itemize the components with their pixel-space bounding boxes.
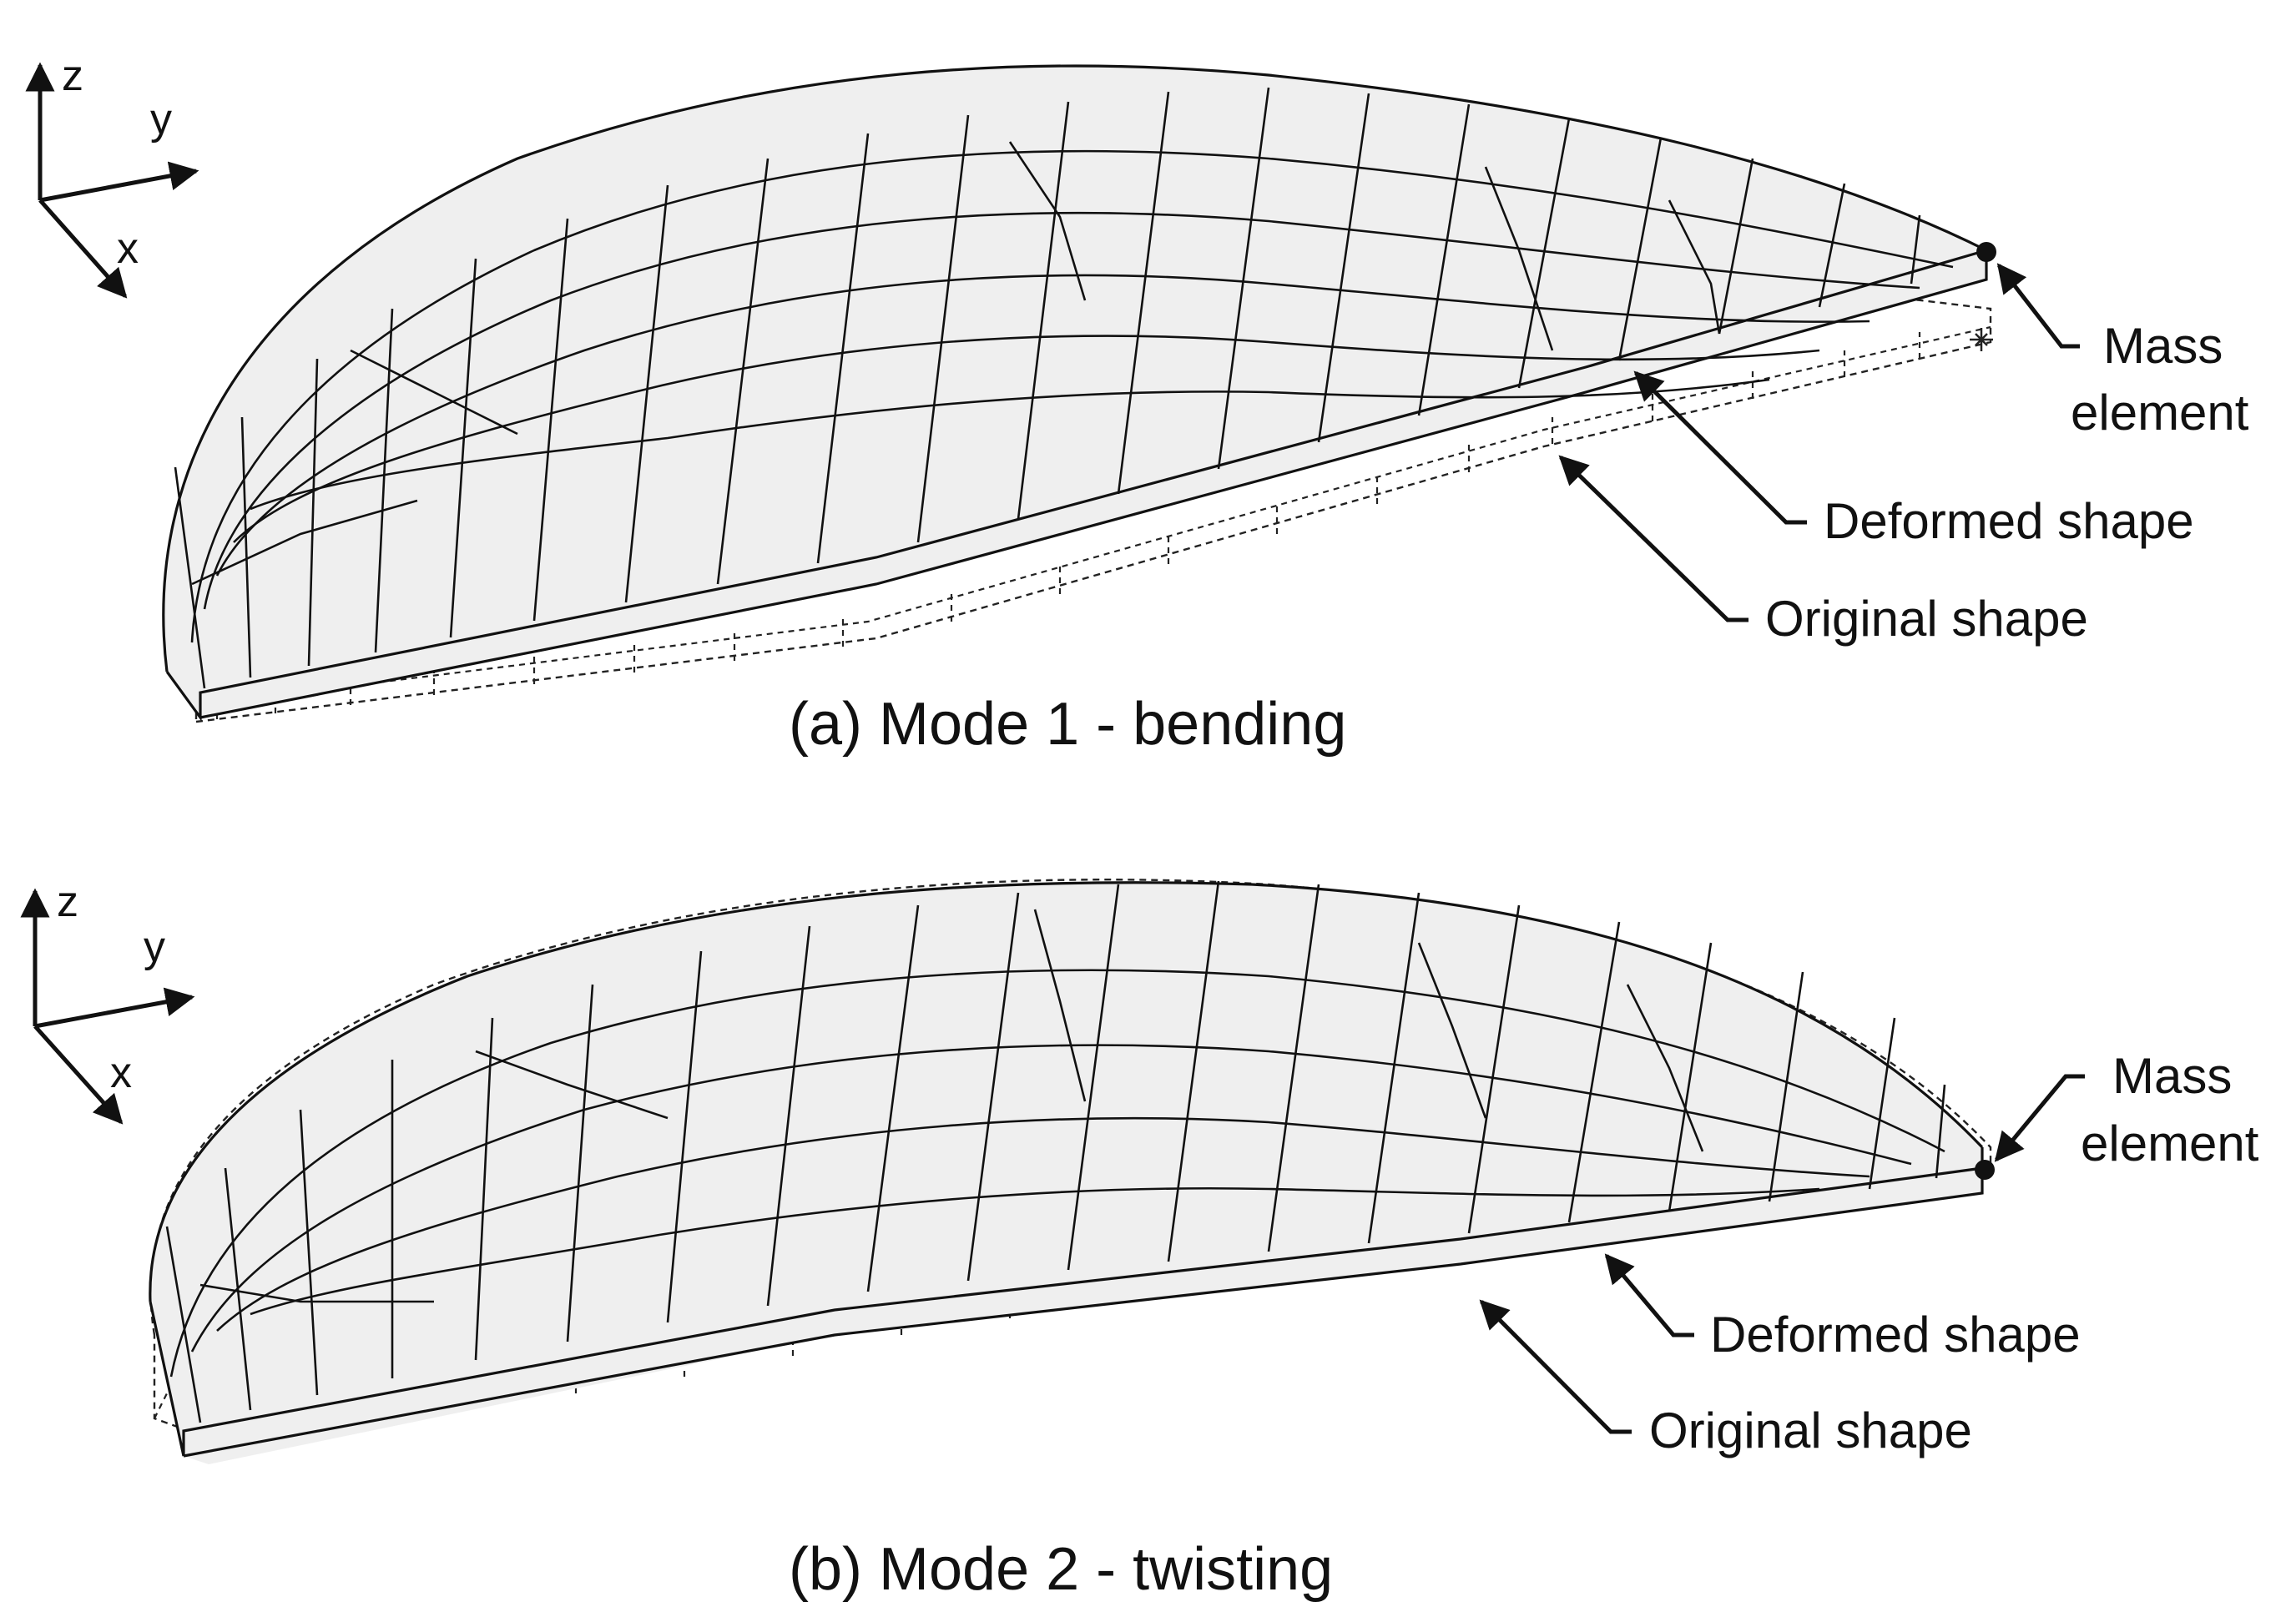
deformed-callout-arrow-a: [1633, 370, 1807, 525]
z-axis-label: z: [62, 52, 83, 100]
mass-label-line1-a: Mass: [2103, 318, 2223, 374]
y-axis-label-b: y: [144, 923, 165, 971]
mass-label-line2-a: element: [2071, 385, 2249, 441]
z-axis-label-b: z: [57, 878, 78, 926]
x-axis-arrow-b: [33, 1025, 124, 1125]
caption-b: (b) Mode 2 - twisting: [789, 1536, 1333, 1603]
mass-callout-arrow-b: [1994, 1074, 2085, 1162]
original-callout-arrow-b: [1479, 1299, 1632, 1434]
original-mass-marker-a: [1970, 328, 1993, 351]
x-axis-arrow: [38, 199, 128, 299]
mass-label-line2-b: element: [2081, 1116, 2259, 1171]
deformed-shape-mesh-b: [149, 880, 1995, 1464]
x-axis-label: x: [117, 224, 139, 273]
mass-element-dot-b: [1975, 1160, 1995, 1180]
caption-a: (a) Mode 1 - bending: [789, 691, 1346, 758]
axes-triad-b: z y x: [20, 878, 195, 1125]
callouts-b: Mass element Deformed shape Original sha…: [1479, 1048, 2259, 1458]
deformed-callout-arrow-b: [1604, 1253, 1694, 1337]
panel-a: z y x: [25, 52, 2249, 758]
deformed-shape-mesh-a: [162, 64, 1996, 722]
y-axis-arrow-b: [34, 987, 195, 1029]
deformed-label-b: Deformed shape: [1710, 1307, 2081, 1363]
y-axis-label: y: [150, 95, 172, 144]
y-axis-arrow: [39, 161, 199, 203]
panel-b: z y x Mass element Defor: [20, 878, 2259, 1603]
mass-callout-arrow-a: [1996, 263, 2080, 349]
deformed-label-a: Deformed shape: [1824, 493, 2194, 549]
mass-label-line1-b: Mass: [2112, 1048, 2232, 1104]
axes-triad-a: z y x: [25, 52, 199, 299]
callouts-a: Mass element Deformed shape Original sha…: [1558, 263, 2249, 647]
original-label-b: Original shape: [1649, 1403, 1972, 1458]
mass-element-dot-a: [1976, 242, 1996, 262]
original-label-a: Original shape: [1765, 591, 2088, 647]
x-axis-label-b: x: [110, 1049, 132, 1097]
original-callout-arrow-a: [1558, 455, 1748, 622]
